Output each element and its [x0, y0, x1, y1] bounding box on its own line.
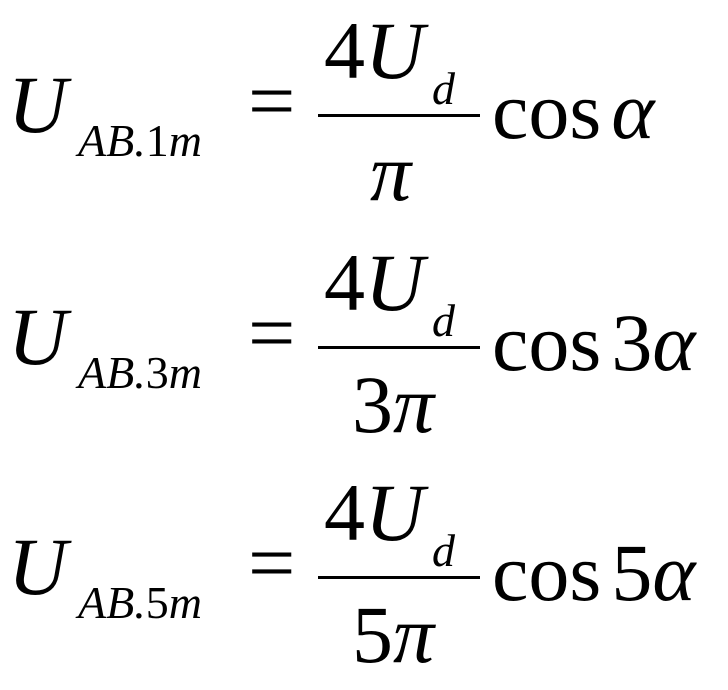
denominator-coefficient: 5 [352, 589, 393, 680]
lhs-subscript-suffix: m [168, 577, 202, 628]
numerator: 4U [324, 472, 424, 554]
fraction-bar [318, 576, 480, 579]
lhs-subscript-prefix: AB. [78, 577, 146, 628]
lhs-variable: U [8, 521, 68, 612]
lhs-subscript-prefix: AB. [78, 347, 146, 398]
denominator: π [370, 132, 411, 214]
lhs-subscript-suffix: m [168, 115, 202, 166]
denominator-coefficient: 3 [352, 359, 393, 450]
fraction-bar [318, 346, 480, 349]
lhs-variable: U [8, 59, 68, 150]
numerator: 4U [324, 10, 424, 92]
cos-alpha: α [652, 297, 696, 388]
lhs-subscript: AB.5m [78, 580, 202, 626]
numerator-subscript: d [432, 525, 455, 576]
equals-sign: = [248, 287, 296, 380]
numerator-coefficient: 4 [324, 5, 365, 96]
numerator-variable: U [365, 467, 425, 558]
equals-sign: = [248, 55, 296, 148]
denominator: 5π [352, 594, 434, 676]
cos-alpha: α [611, 65, 655, 156]
lhs-subscript-harmonic: 1 [145, 115, 169, 166]
equals-sign: = [248, 517, 296, 610]
denominator-pi: π [393, 359, 435, 450]
numerator: 4U [324, 242, 424, 324]
cos-coefficient: 3 [611, 297, 653, 388]
numerator-coefficient: 4 [324, 467, 365, 558]
denominator-pi: π [393, 589, 435, 680]
numerator-variable: U [365, 237, 425, 328]
cos-coefficient: 5 [611, 527, 653, 618]
denominator-pi: π [370, 127, 412, 218]
denominator: 3π [352, 364, 434, 446]
numerator-subscript: d [432, 295, 455, 346]
lhs-subscript-harmonic: 3 [145, 347, 169, 398]
numerator-variable: U [365, 5, 425, 96]
cos-function: cos [492, 527, 602, 618]
cos-function: cos [492, 297, 602, 388]
lhs-subscript-prefix: AB. [78, 115, 146, 166]
numerator-subscript: d [432, 63, 455, 114]
cos-alpha: α [652, 527, 696, 618]
lhs-subscript: AB.3m [78, 350, 202, 396]
lhs-subscript-suffix: m [168, 347, 202, 398]
cos-function: cos [492, 65, 602, 156]
lhs-subscript-harmonic: 5 [145, 577, 169, 628]
lhs-subscript: AB.1m [78, 118, 202, 164]
lhs-variable: U [8, 291, 68, 382]
fraction-bar [318, 114, 480, 117]
numerator-coefficient: 4 [324, 237, 365, 328]
